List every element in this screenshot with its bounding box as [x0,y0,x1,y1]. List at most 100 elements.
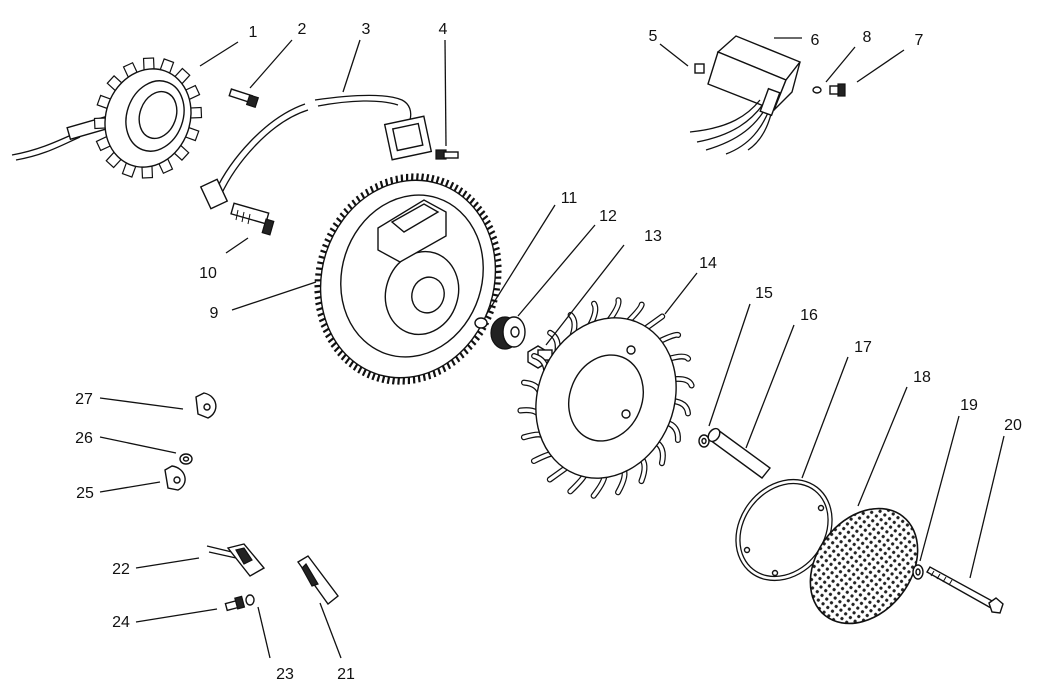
callout-4: 4 [439,21,448,38]
ring-gear-tooth [444,179,450,187]
ring-gear-tooth [430,174,435,183]
callout-26: 26 [75,430,93,447]
ring-gear-tooth [440,177,445,186]
ring-gear-tooth [485,315,492,320]
ring-gear-tooth [325,332,332,339]
leader-line-27 [99,397,184,410]
ring-gear-tooth [472,201,479,209]
ring-gear-tooth [386,376,391,385]
leader-line-22 [135,557,200,569]
ring-gear-tooth [339,212,346,219]
ring-gear-tooth [330,341,338,348]
spacer-washer [698,434,710,448]
ring-gear-tooth [320,249,327,254]
terminal-washer [245,594,255,606]
callout-13: 13 [644,228,662,245]
ring-gear-tooth [417,375,421,383]
ring-gear-tooth [316,307,323,312]
stator [11,57,203,179]
leader-line-23 [257,606,271,659]
ring-gear-tooth [488,230,496,236]
ring-gear-tooth [337,349,344,357]
ring-gear-tooth [459,352,465,359]
ring-gear-tooth [494,252,501,257]
ring-gear-tooth [317,312,325,317]
ring-gear-tooth [317,261,324,265]
leader-line-14 [664,272,698,315]
ring-gear-tooth [473,335,481,341]
ring-gear-tooth [493,287,501,291]
leader-line-15 [708,303,751,427]
ring-gear-tooth [477,330,484,336]
callout-20: 20 [1004,417,1022,434]
leader-line-7 [856,49,905,83]
ring-gear-tooth [326,232,334,238]
callout-5: 5 [649,28,658,45]
ring-gear-tooth [422,374,426,381]
leader-line-18 [857,386,908,507]
ring-gear-tooth [481,214,489,221]
ring-gear-tooth [322,327,330,334]
ring-gear-tooth [463,348,469,355]
callout-10: 10 [199,265,217,282]
ring-gear-tooth [449,181,455,190]
leader-line-17 [801,356,849,479]
leader-line-11 [485,204,556,316]
callout-25: 25 [76,485,94,502]
ring-gear-tooth [322,243,329,249]
callout-24: 24 [112,614,130,631]
leader-line-24 [135,608,218,623]
spark-plug [230,202,275,236]
leader-line-19 [919,415,960,562]
clamp-washer [179,453,193,465]
module-screw [435,149,459,160]
ring-gear-tooth [379,180,384,188]
ring-gear-tooth [351,199,357,206]
ring-gear-tooth [446,362,452,370]
ring-gear-tooth [461,190,468,198]
ring-gear-tooth [355,195,361,203]
screw [228,88,260,109]
ring-gear-tooth [369,185,375,193]
screen-washer [912,564,924,580]
callout-17: 17 [854,339,872,356]
ring-gear-tooth [315,301,322,306]
spacer-pin [707,427,772,479]
ring-gear-tooth [420,173,425,181]
leader-line-9 [231,281,317,311]
ring-gear-tooth [314,290,321,294]
callout-11: 11 [561,190,578,207]
callout-12: 12 [599,208,617,225]
callout-7: 7 [915,32,924,49]
ring-gear-tooth [327,337,335,344]
leader-line-13 [545,244,625,346]
ring-gear-tooth [343,207,350,214]
terminal-assembly [206,543,266,577]
callout-18: 18 [913,369,931,386]
leader-line-3 [342,39,361,93]
ring-gear-tooth [335,217,343,223]
ring-gear-tooth [352,363,359,371]
flywheel-washer [490,316,526,350]
callout-21: 21 [337,666,355,683]
terminal-screw [224,595,246,612]
screen-bolt [926,566,1004,614]
ring-gear-tooth [366,371,372,379]
leader-line-1 [199,41,239,67]
ring-gear-tooth [395,175,399,183]
ignition-module [199,94,433,210]
flywheel [314,173,502,385]
leader-line-26 [99,436,177,454]
ring-gear-tooth [489,304,496,309]
callout-14: 14 [699,255,717,272]
ring-gear-tooth [450,359,456,366]
ring-gear-tooth [333,345,341,353]
leader-line-5 [659,43,689,67]
ring-gear-tooth [374,183,379,191]
callout-27: 27 [75,391,93,408]
leader-line-12 [517,224,596,317]
callout-15: 15 [755,285,773,302]
leader-line-25 [99,481,161,493]
ring-gear-tooth [486,224,494,231]
